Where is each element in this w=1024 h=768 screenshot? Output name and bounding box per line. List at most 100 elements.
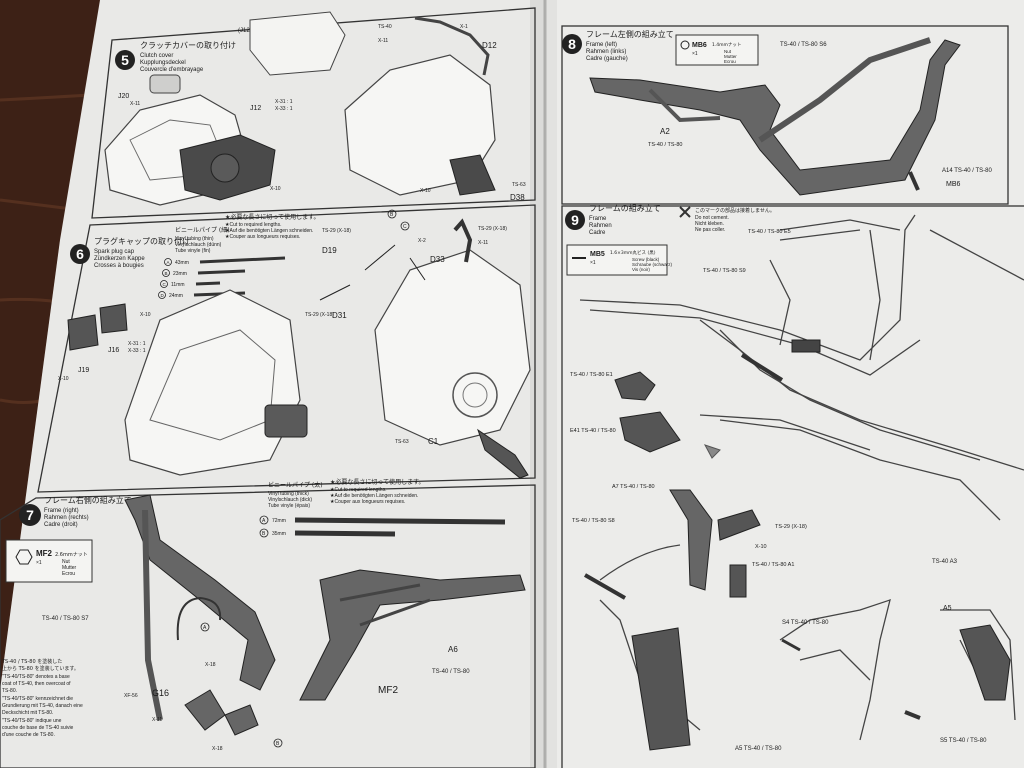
part-label-a5-top: A5 (943, 605, 952, 612)
warn-de: Nicht kleben. (695, 221, 724, 227)
left-frame-drawing (589, 37, 961, 196)
nut-count: ×1 (36, 560, 42, 566)
step7-vinyl-de: Vinylschlauch (dick) (268, 497, 312, 503)
engine-drawing-left (104, 74, 276, 206)
warn-fr: Ne pas coller. (695, 227, 725, 233)
part-label-ts40: TS-40 (378, 24, 392, 30)
engine-drawing-step6-right (374, 249, 531, 446)
step7-vinyl-fr: Tube vinyle (épais) (268, 503, 310, 509)
part-s9-rod (740, 353, 784, 382)
step6-vinyl-de: Vinylschlauch (dünn) (175, 242, 222, 248)
part-s5-bolt (904, 710, 921, 720)
part-e1-shape (614, 371, 656, 401)
step9-title-fr: Cadre (589, 230, 606, 236)
part-label-x10-s9: X-10 (755, 544, 767, 550)
nut-en: Nut (62, 559, 70, 565)
paint-note-line-7: Grundierung mit TS-40, danach eine (2, 703, 83, 709)
tube-a-length: 43mm (175, 260, 189, 266)
engine-drawing-step6-left (124, 289, 301, 476)
step7-cut-de: ★Auf die benötigten Längen schneiden. (330, 493, 418, 499)
step9: 9 フレームの組み立て Frame Rahmen Cadre このマークの部品は… (565, 203, 1024, 752)
tube-b-id: B (165, 271, 168, 276)
part-label-s4: S4 TS-40 / TS-80 (782, 620, 829, 626)
tube-d-id: D (161, 293, 165, 298)
nut-de: Mutter (62, 565, 77, 571)
part-label-s7: TS-40 / TS-80 S7 (42, 616, 89, 622)
step7-number: 7 (26, 507, 34, 523)
bolt-mb6-size: 1.4mmナット (712, 42, 741, 48)
part-c1-shape (477, 428, 529, 479)
right-frame-drawing (124, 494, 526, 736)
step9-number: 9 (571, 212, 579, 228)
tube-c-id: C (163, 282, 167, 287)
paint-note: TS-40 / TS-80 を塗装した 上から TS-80 を塗装しています。 … (1, 658, 83, 738)
part-label-a6-paint: TS-40 / TS-80 (432, 669, 470, 675)
part-label-mf2: MF2 (378, 685, 398, 696)
part-label-j20: J20 (118, 93, 129, 100)
spark-cap-block (264, 404, 308, 438)
part-e41-shape (619, 411, 681, 453)
step9-panel (561, 205, 1024, 768)
clutch-cover-inset (249, 11, 346, 76)
step8: 8 フレーム左側の組み立て Frame (left) Rahmen (links… (562, 29, 992, 196)
part-s4-bolt (781, 638, 801, 652)
part-label-ts29-a: TS-29 (X-18) (322, 228, 351, 234)
paint-note-line-10: couche de base de TS-40 suivie (2, 725, 74, 731)
tube-thick-a-id: A (262, 518, 266, 524)
nut-fr: Ecrou (62, 571, 75, 577)
part-label-c1: C1 (428, 437, 439, 446)
step6-cut-jp: ★必要な長さに切って使用します。 (225, 213, 319, 221)
paint-note-line-1: TS-40 / TS-80 を塗装した (1, 658, 62, 665)
step7-vinyl-jp: ビニールパイプ (太) (268, 481, 323, 489)
step9-number-badge (565, 210, 585, 230)
step6-vinyl-en: Vinyl tubing (thin) (175, 236, 214, 242)
part-label-ts63-s6: TS-63 (395, 439, 409, 445)
part-label-s9: TS-40 / TS-80 S9 (703, 268, 746, 274)
step5-title-jp: クラッチカバーの取り付け (140, 40, 236, 50)
step5-panel (91, 7, 536, 219)
part-label-ts29-b: TS-29 (X-18) (478, 226, 507, 232)
part-a7-shape (669, 489, 713, 591)
step7-vinyl-en: Vinyl tubing (thick) (268, 491, 309, 497)
part-d38-shape (449, 154, 496, 196)
step8-title-de: Rahmen (links) (586, 49, 626, 55)
step7-cut-jp: ★必要な長さに切って使用します。 (330, 478, 424, 486)
paint-note-line-11: d'une couche de TS-80. (2, 732, 55, 738)
tube-thick-b-id: B (262, 531, 266, 537)
part-label-x33: X-33 : 1 (275, 106, 293, 112)
bolt-mb6-en: Nut (724, 49, 732, 54)
step6-panel (37, 204, 536, 493)
part-label-a7: A7 TS-40 / TS-80 (612, 484, 655, 490)
step8-panel (561, 25, 1009, 205)
part-label-ts29-s9: TS-29 (X-18) (775, 524, 807, 530)
clutch-part-j20 (149, 74, 181, 94)
part-label-ts29-c: TS-29 (X-18) (305, 312, 334, 318)
part-label-d12: D12 (482, 41, 497, 50)
step9-title-de: Rahmen (589, 223, 612, 229)
bolt-mb6-count: ×1 (692, 51, 698, 57)
step8-title-fr: Cadre (gauche) (586, 56, 628, 62)
bolt-mb6-fr: Ecrou (724, 59, 736, 64)
part-label-e5: TS-40 / TS-80 E5 (748, 229, 791, 235)
step5-title-de: Kupplungsdeckel (140, 60, 186, 66)
part-label-x11-right: X-11 (378, 38, 388, 44)
step7: 7 フレーム右側の組み立て Frame (right) Rahmen (rech… (1, 478, 526, 752)
direction-arrow (703, 444, 721, 459)
screw-mb5-de: Schraube (schwarz) (632, 262, 673, 267)
paint-note-line-9: "TS-40/TS-80" indique une (2, 718, 62, 724)
paint-note-line-4: coat of TS-40, then overcoat of (2, 681, 71, 687)
part-label-a3: TS-40 A3 (932, 559, 958, 565)
step6-number: 6 (76, 246, 84, 262)
tube-b-bar (197, 269, 246, 275)
nut-mf2-box: MF2 ×1 2.6mmナット Nut Mutter Ecrou (5, 539, 93, 583)
tube-c-marker: C (403, 224, 407, 230)
part-label-a14: A14 TS-40 / TS-80 (942, 168, 992, 174)
part-label-j16: J16 (108, 347, 119, 354)
step7-title-fr: Cadre (droit) (44, 522, 78, 528)
part-label-j12: J12 (250, 105, 261, 112)
paint-note-line-8: Deckschicht mit TS-80. (2, 710, 53, 716)
screw-mb5-fr: Vis (noir) (632, 267, 650, 272)
step6-title-en: Spark plug cap (94, 249, 135, 255)
spark-plug-d33 (453, 218, 473, 263)
